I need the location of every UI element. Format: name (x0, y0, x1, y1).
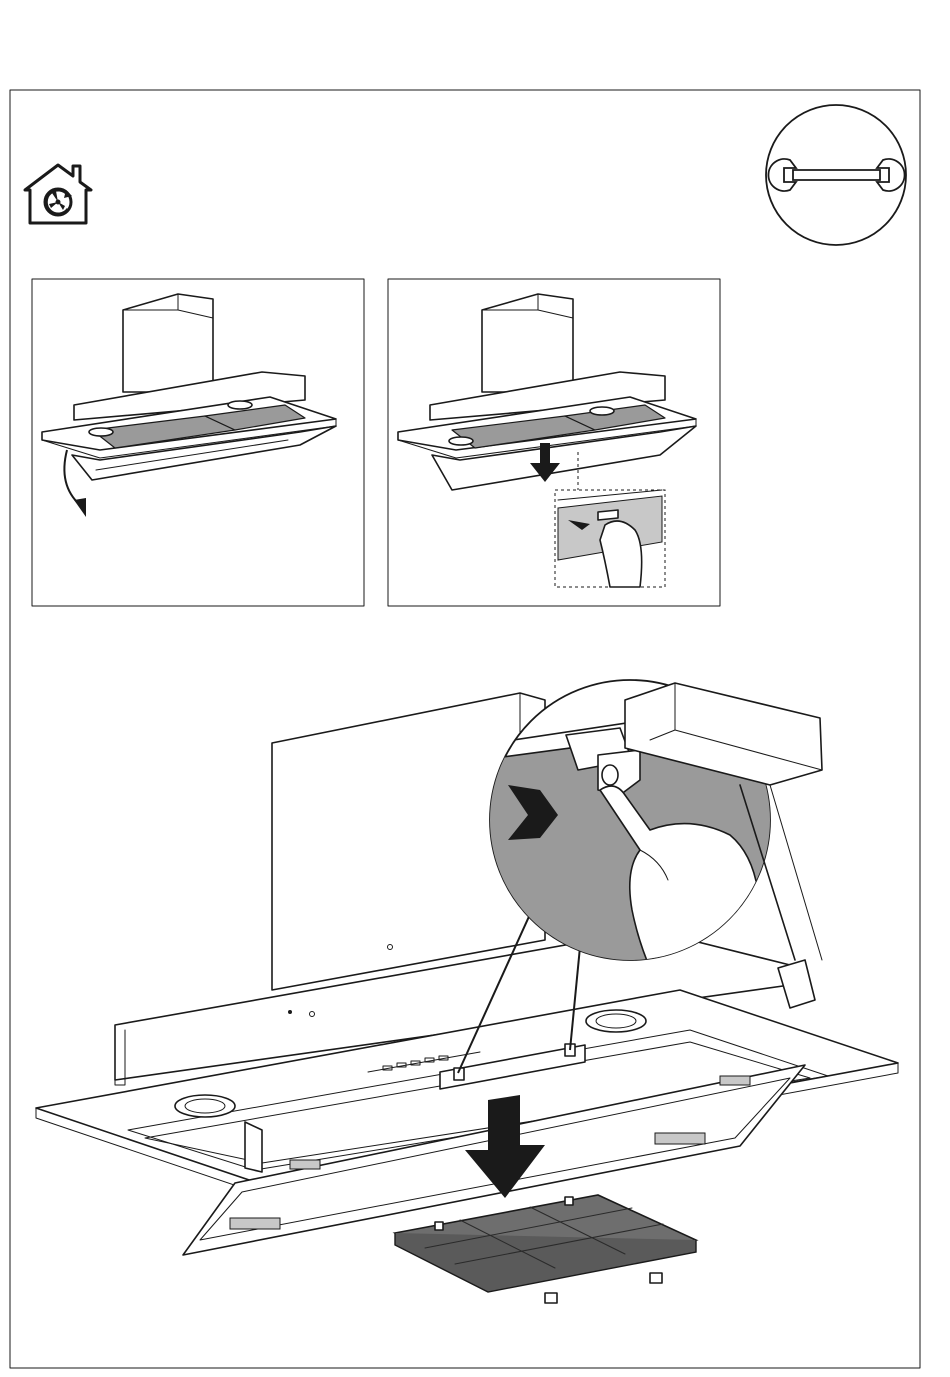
hood-light-left (175, 1095, 235, 1117)
step-1-panel (32, 279, 364, 606)
hood-light-right (586, 1010, 646, 1032)
house-fan-recirculation-icon (25, 165, 91, 223)
zoom-detail (480, 680, 822, 990)
carbon-filter (395, 1195, 696, 1303)
wrench-icon (766, 105, 906, 245)
step-3-main (36, 680, 898, 1303)
step-2-panel (388, 279, 720, 606)
